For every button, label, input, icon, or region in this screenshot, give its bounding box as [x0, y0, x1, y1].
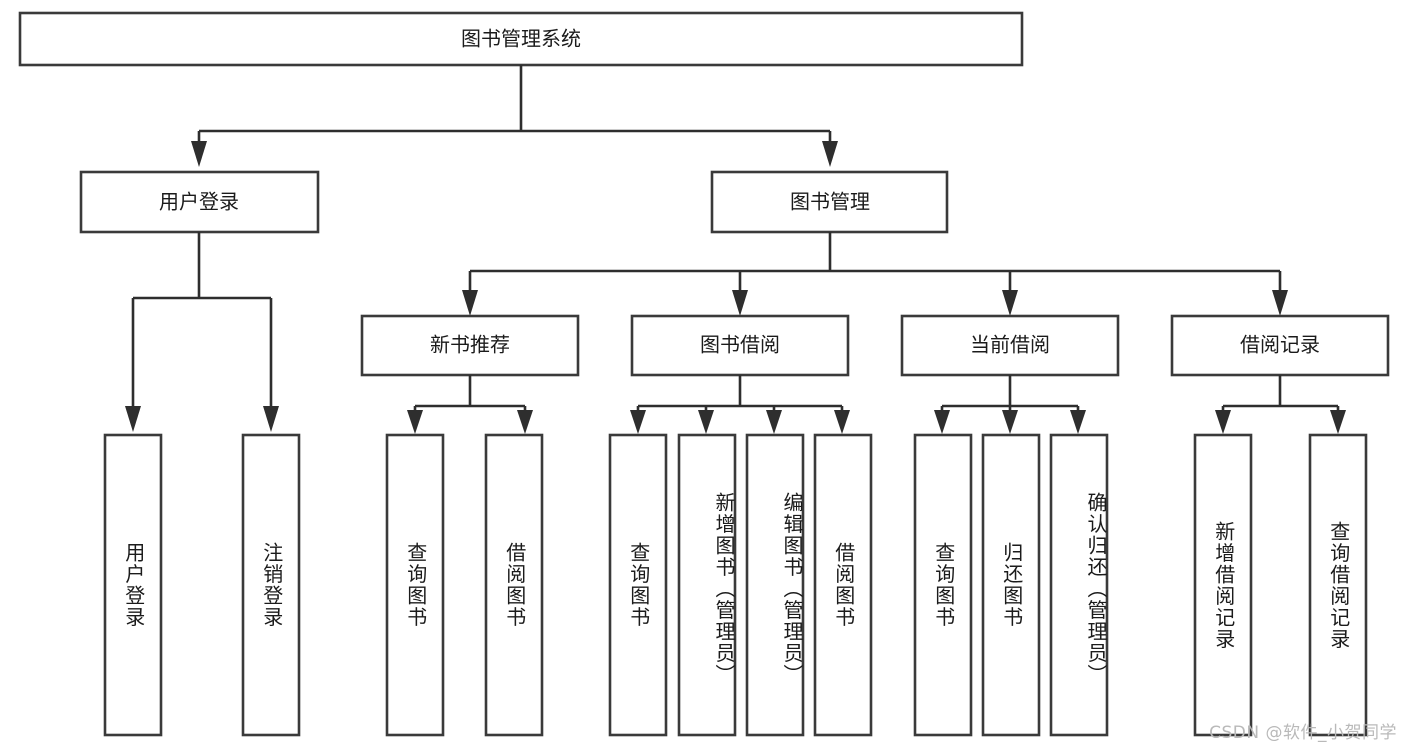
arrow-head-icon [1215, 410, 1231, 434]
leaf-box-query-book-1[interactable] [385, 433, 445, 737]
arrow-head-icon [766, 410, 782, 434]
node-new-book-recommendation-label: 新书推荐 [430, 333, 510, 357]
connector-current-borrowing-to-leaves [934, 375, 1086, 434]
node-book-management-label: 图书管理 [790, 190, 870, 214]
leaf-box-query-borrow-record[interactable] [1308, 433, 1368, 737]
leaf-box-add-book-admin[interactable] [677, 433, 737, 737]
arrow-head-icon [822, 141, 838, 167]
node-root-box[interactable] [18, 11, 1024, 67]
node-current-borrowing-label: 当前借阅 [970, 333, 1050, 357]
connector-book-borrowing-to-leaves [630, 375, 850, 434]
leaf-box-borrow-book-1[interactable] [484, 433, 544, 737]
arrow-head-icon [630, 410, 646, 434]
arrow-head-icon [263, 406, 279, 432]
connector-user-login-to-leaves [125, 232, 279, 432]
connector-book-management-to-level2 [462, 232, 1288, 316]
arrow-head-icon [698, 410, 714, 434]
node-user-login[interactable]: 用户登录 [79, 170, 320, 234]
arrow-head-icon [834, 410, 850, 434]
arrow-head-icon [1002, 290, 1018, 316]
leaf-box-add-borrow-record[interactable] [1193, 433, 1253, 737]
node-book-management[interactable]: 图书管理 [710, 170, 949, 234]
leaf-box-query-book-3[interactable] [913, 433, 973, 737]
arrow-head-icon [934, 410, 950, 434]
connector-root-to-level1 [191, 65, 838, 167]
connector-new-book-recommendation-to-leaves [407, 375, 533, 434]
arrow-head-icon [732, 290, 748, 316]
arrow-head-icon [517, 410, 533, 434]
arrow-head-icon [1070, 410, 1086, 434]
leaf-box-logout[interactable] [241, 433, 301, 737]
arrow-head-icon [407, 410, 423, 434]
node-root[interactable]: 图书管理系统 [18, 11, 1024, 67]
leaf-box-user-login[interactable] [103, 433, 163, 737]
leaf-box-confirm-return-admin[interactable] [1049, 433, 1109, 737]
node-user-login-box[interactable] [79, 170, 320, 234]
leaf-box-borrow-book-2[interactable] [813, 433, 873, 737]
node-root-label: 图书管理系统 [461, 27, 581, 51]
arrow-head-icon [1330, 410, 1346, 434]
leaf-box-query-book-2[interactable] [608, 433, 668, 737]
node-borrowing-record-label: 借阅记录 [1240, 333, 1320, 357]
node-new-book-recommendation-box[interactable] [360, 314, 580, 377]
leaf-box-edit-book-admin[interactable] [745, 433, 805, 737]
connector-borrowing-record-to-leaves [1215, 375, 1346, 434]
arrow-head-icon [125, 406, 141, 432]
node-borrowing-record[interactable]: 借阅记录 [1170, 314, 1390, 377]
node-book-borrowing[interactable]: 图书借阅 [630, 314, 850, 377]
arrow-head-icon [1272, 290, 1288, 316]
node-current-borrowing[interactable]: 当前借阅 [900, 314, 1120, 377]
node-new-book-recommendation[interactable]: 新书推荐 [360, 314, 580, 377]
node-current-borrowing-box[interactable] [900, 314, 1120, 377]
watermark-text: CSDN @软件_小贺同学 [1209, 723, 1397, 743]
node-user-login-label: 用户登录 [159, 190, 239, 214]
arrow-head-icon [191, 141, 207, 167]
leaf-box-return-book[interactable] [981, 433, 1041, 737]
arrow-head-icon [462, 290, 478, 316]
arrow-head-icon [1002, 410, 1018, 434]
node-book-borrowing-label: 图书借阅 [700, 333, 780, 357]
